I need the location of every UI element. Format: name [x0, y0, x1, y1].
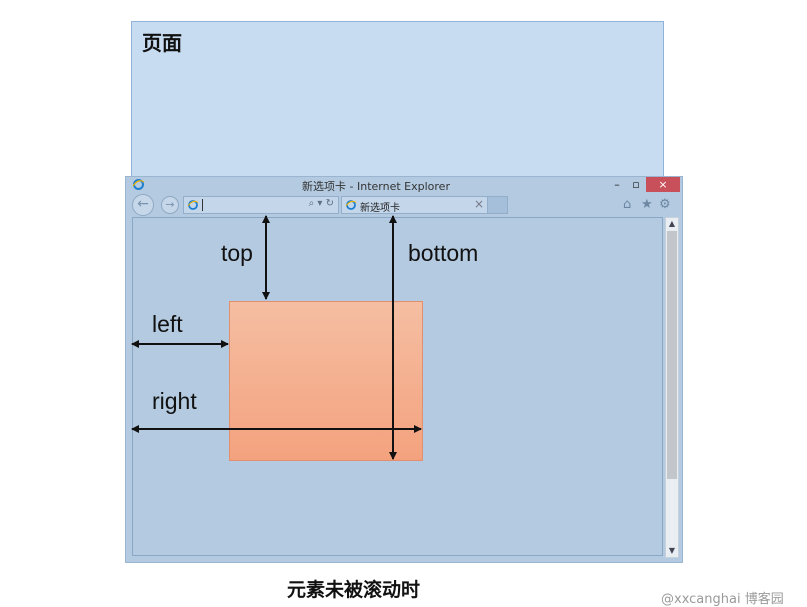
target-element — [229, 301, 423, 461]
page-area — [131, 21, 664, 177]
address-tools-icons[interactable]: ⌕ ▾ ↻ — [308, 198, 334, 209]
right-label: right — [152, 388, 197, 414]
scroll-thumb[interactable] — [667, 231, 677, 479]
back-button[interactable]: ← — [132, 194, 154, 216]
left-label: left — [152, 311, 183, 337]
figure-caption: 元素未被滚动时 — [286, 579, 420, 601]
bottom-label: bottom — [408, 240, 479, 266]
maximize-button[interactable]: ▫ — [632, 178, 640, 191]
scroll-up-arrow[interactable]: ▲ — [668, 219, 676, 228]
scroll-down-arrow[interactable]: ▼ — [668, 546, 676, 555]
ie-page-icon — [187, 200, 199, 210]
watermark: @xxcanghai 博客园 — [661, 592, 784, 607]
tab-close-icon[interactable]: × — [473, 197, 484, 211]
navigation-bar: ← → ⌕ ▾ ↻ 新选项卡 × ⌂ ★ ⚙ — [126, 193, 682, 217]
forward-button[interactable]: → — [161, 196, 179, 214]
home-icon[interactable]: ⌂ — [623, 197, 632, 212]
gear-icon[interactable]: ⚙ — [659, 197, 671, 212]
tab-label: 新选项卡 — [360, 203, 400, 214]
tab-new-tab[interactable]: 新选项卡 × — [341, 196, 489, 214]
text-cursor — [202, 199, 203, 211]
minimize-button[interactable]: – — [614, 178, 620, 191]
top-label: top — [221, 240, 253, 266]
new-tab-button[interactable] — [487, 196, 508, 214]
vertical-scrollbar[interactable]: ▲ ▼ — [665, 217, 679, 558]
address-bar[interactable]: ⌕ ▾ ↻ — [183, 196, 339, 214]
page-label: 页面 — [142, 31, 182, 55]
browser-window: 新选项卡 - Internet Explorer – ▫ × ← → ⌕ ▾ ↻… — [125, 176, 683, 563]
title-bar: 新选项卡 - Internet Explorer – ▫ × — [126, 177, 682, 193]
window-title: 新选项卡 - Internet Explorer — [302, 180, 450, 193]
close-button[interactable]: × — [646, 177, 680, 192]
favorites-icon[interactable]: ★ — [641, 197, 653, 212]
ie-logo-icon — [132, 179, 145, 190]
ie-tab-icon — [345, 200, 357, 210]
